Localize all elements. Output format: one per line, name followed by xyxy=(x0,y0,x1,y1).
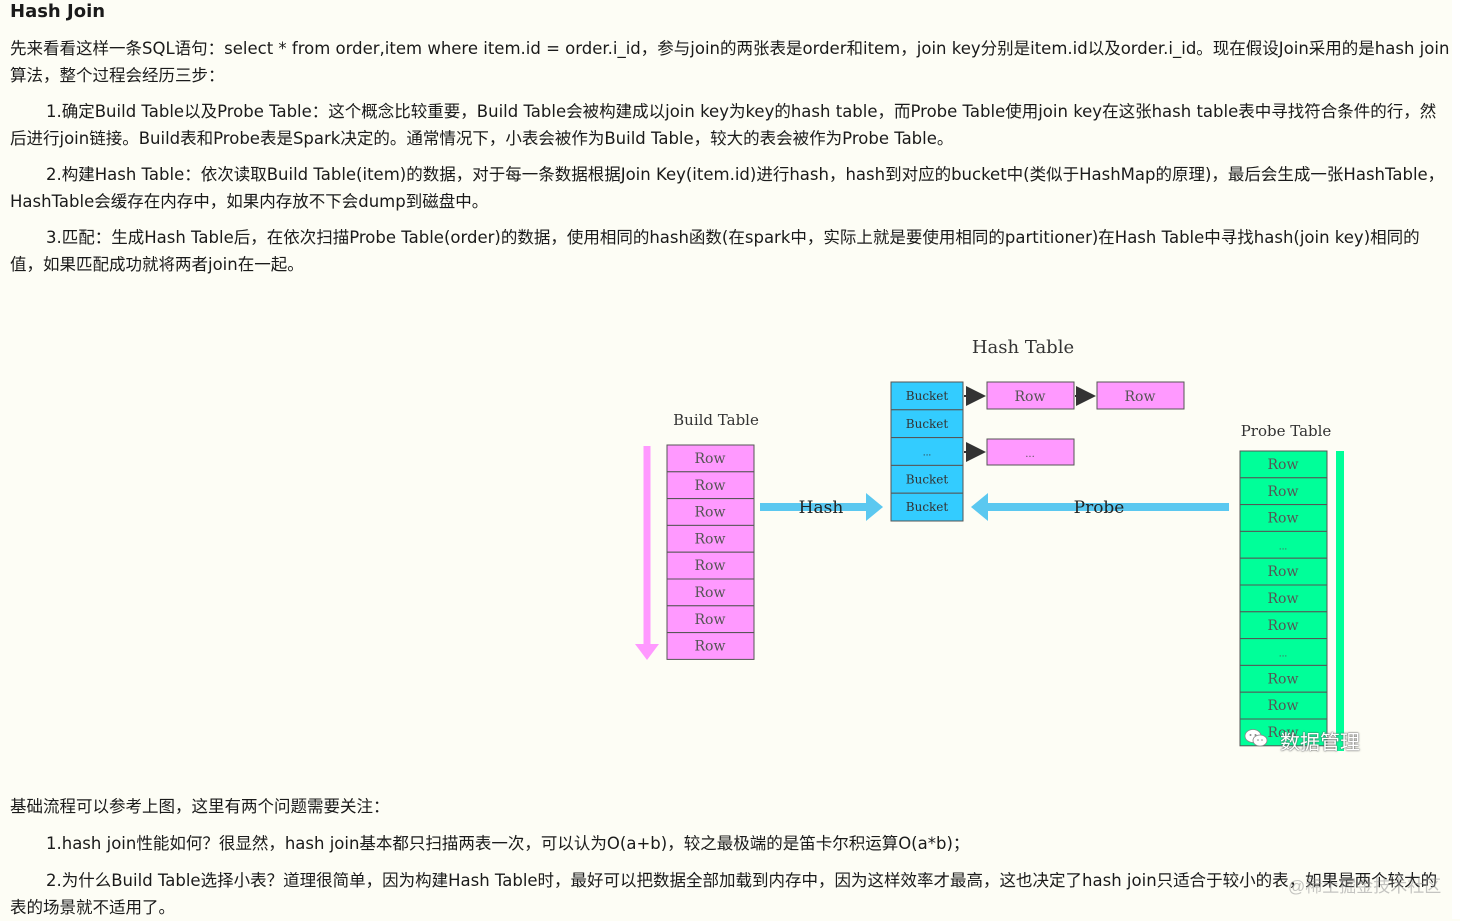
probe-row-label: Row xyxy=(1268,698,1299,714)
probe-label: Probe xyxy=(1074,498,1125,518)
question-2-paragraph: 2.为什么Build Table选择小表？道理很简单，因为构建Hash Tabl… xyxy=(10,871,1438,917)
question-1-paragraph: 1.hash join性能如何？很显然，hash join基本都只扫描两表一次，… xyxy=(46,834,970,853)
build-row-label: Row xyxy=(695,505,726,521)
probe-row-label: Row xyxy=(1268,618,1299,634)
probe-row-label: Row xyxy=(1268,564,1299,580)
probe-row-label: Row xyxy=(1268,484,1299,500)
probe-row xyxy=(1239,638,1328,666)
intro-paragraph: 先来看看这样一条SQL语句：select * from order,item w… xyxy=(10,39,1450,85)
build-row xyxy=(666,578,755,607)
chain-row-box xyxy=(986,381,1075,410)
probe-row-label: Row xyxy=(1268,457,1299,473)
probe-row-label: ... xyxy=(1279,650,1288,660)
build-table-title: Build Table xyxy=(673,411,759,429)
probe-row xyxy=(1239,611,1328,640)
bucket-cell xyxy=(890,492,964,522)
step-3-paragraph: 3.匹配：生成Hash Table后，在依次扫描Probe Table(orde… xyxy=(10,228,1420,274)
probe-row-label: Row xyxy=(1268,511,1299,527)
bucket-label: Bucket xyxy=(906,500,949,514)
step-2-paragraph: 2.构建Hash Table：依次读取Build Table(item)的数据，… xyxy=(10,165,1445,211)
bucket-cell xyxy=(890,381,964,411)
probe-row-label: Row xyxy=(1268,671,1299,687)
page-right-margin xyxy=(1452,0,1460,919)
section-title: Hash Join xyxy=(10,1,106,22)
probe-row xyxy=(1239,584,1328,613)
bucket-label: Bucket xyxy=(906,389,949,403)
wechat-icon xyxy=(1244,729,1268,747)
after-diagram-paragraph: 基础流程可以参考上图，这里有两个问题需要关注： xyxy=(10,797,390,816)
probe-table-title: Probe Table xyxy=(1241,422,1332,440)
bucket-cell xyxy=(890,409,964,439)
build-row-label: Row xyxy=(695,558,726,574)
hash-label: Hash xyxy=(799,498,844,518)
probe-row xyxy=(1239,530,1328,559)
probe-arrow-head xyxy=(971,493,988,521)
probe-row xyxy=(1239,450,1328,479)
bucket-cell xyxy=(890,464,964,494)
build-row-label: Row xyxy=(695,478,726,494)
community-watermark: @稀土掘金技术社区 xyxy=(1288,877,1442,896)
chain-row-label: Row xyxy=(1125,389,1156,405)
build-row-label: Row xyxy=(695,585,726,601)
hash-arrow-head xyxy=(866,493,883,521)
build-row-label: Row xyxy=(695,612,726,628)
hash-join-diagram: Hash Table Build Table Probe Table RowRo… xyxy=(635,337,1344,751)
build-row xyxy=(666,632,755,660)
bucket-label: Bucket xyxy=(906,472,949,486)
build-row-label: Row xyxy=(695,451,726,467)
build-row-label: Row xyxy=(695,531,726,547)
probe-row xyxy=(1239,691,1328,720)
bucket-label: Bucket xyxy=(906,417,949,431)
build-row xyxy=(666,498,755,526)
chain-ellipsis-label: ... xyxy=(1025,449,1035,460)
probe-row xyxy=(1239,557,1328,586)
probe-row xyxy=(1239,664,1328,693)
probe-row-label: Row xyxy=(1268,591,1299,607)
chain-row-box xyxy=(1096,381,1185,410)
probe-row-label: ... xyxy=(1279,542,1288,552)
probe-scan-bar xyxy=(1336,451,1344,751)
wechat-watermark-text: 数据管理 xyxy=(1280,732,1360,754)
chain-row-label: Row xyxy=(1015,389,1046,405)
step-1-paragraph: 1.确定Build Table以及Probe Table：这个概念比较重要，Bu… xyxy=(10,102,1437,148)
build-row xyxy=(666,524,755,553)
build-row-label: Row xyxy=(695,639,726,655)
probe-row xyxy=(1239,504,1328,532)
chain-ellipsis-box xyxy=(986,438,1075,466)
build-scan-arrow-head xyxy=(635,644,659,660)
bucket-cell xyxy=(890,437,964,466)
bucket-label: ... xyxy=(923,449,932,459)
hash-table-title: Hash Table xyxy=(972,337,1074,358)
build-row xyxy=(666,605,755,634)
probe-row-label: Row xyxy=(1268,725,1299,741)
